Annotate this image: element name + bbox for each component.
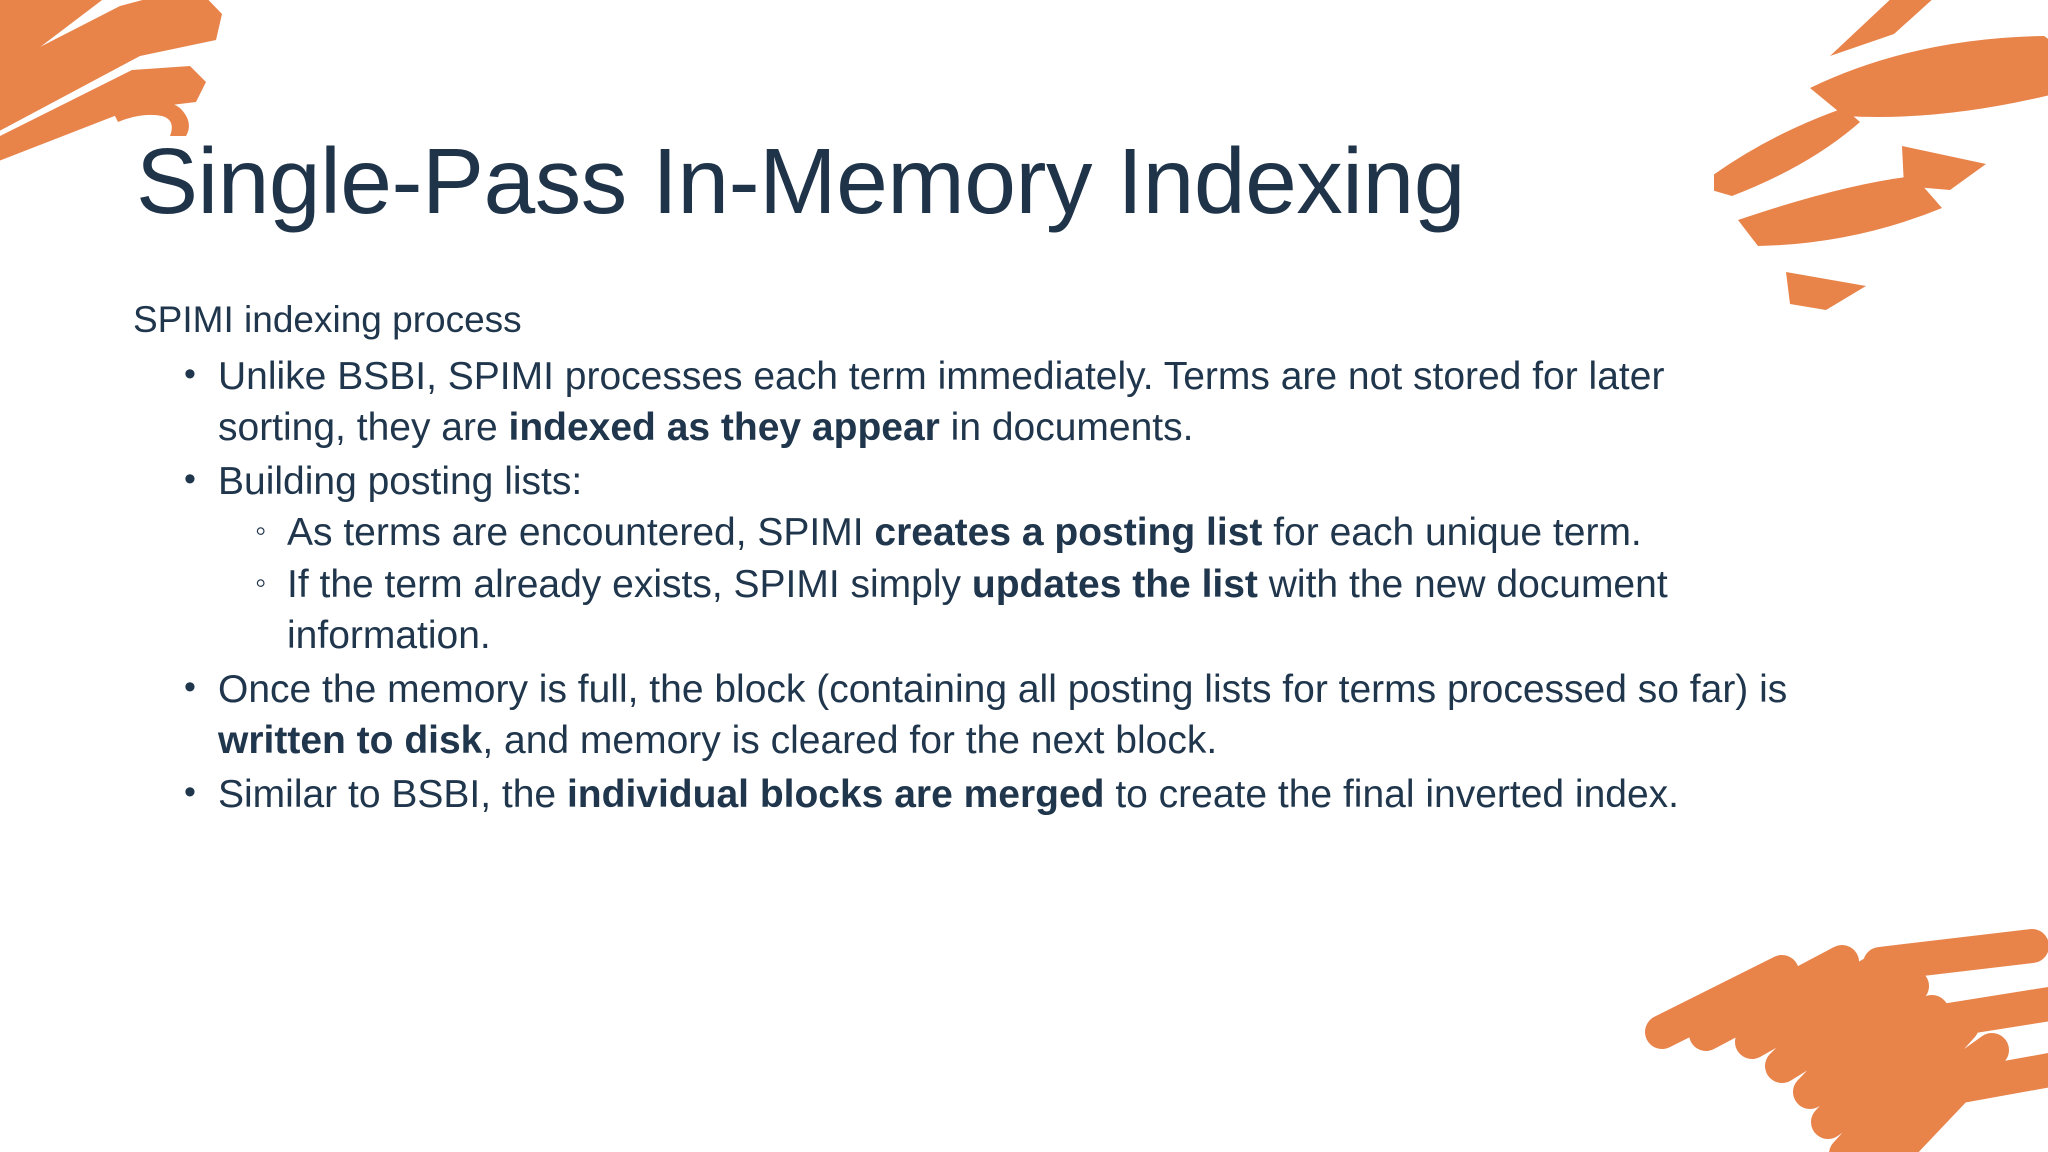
bullet-item-level1: Building posting lists:As terms are enco… [178, 456, 1802, 662]
bullet-text-run: in documents. [939, 406, 1194, 450]
bullet-text-run: Similar to BSBI, the [218, 772, 567, 816]
page-title: Single-Pass In-Memory Indexing [136, 129, 1465, 233]
bullet-item-level1: Unlike BSBI, SPIMI processes each term i… [178, 351, 1802, 454]
bullet-text-run: Building posting lists: [218, 459, 583, 503]
bullet-text-run: Once the memory is full, the block (cont… [218, 667, 1788, 711]
bullet-text-run: with the new document information. [287, 562, 1668, 658]
bullet-paragraph: Once the memory is full, the block (cont… [218, 664, 1802, 767]
bullet-emphasis: individual blocks are merged [566, 772, 1105, 816]
bullet-emphasis: indexed as they appear [508, 406, 940, 450]
bullet-text-run: If the term already exists, SPIMI simply [287, 562, 972, 606]
bullet-emphasis: written to disk [218, 719, 483, 763]
bullet-emphasis: creates a posting list [874, 511, 1263, 555]
brush-stroke-bottom-right-icon [1645, 929, 2048, 1152]
bullet-text-run: Unlike BSBI, SPIMI processes each term i… [218, 354, 1665, 450]
bullet-item-level1: Once the memory is full, the block (cont… [178, 664, 1802, 767]
slide-body: SPIMI indexing process Unlike BSBI, SPIM… [130, 296, 1802, 822]
bullet-paragraph: As terms are encountered, SPIMI creates … [287, 507, 1802, 558]
bullet-list-level1: Unlike BSBI, SPIMI processes each term i… [130, 351, 1802, 820]
bullet-paragraph: Building posting lists: [218, 456, 1802, 507]
bullet-text-run: As terms are encountered, SPIMI [287, 511, 875, 555]
bullet-paragraph: Similar to BSBI, the individual blocks a… [218, 769, 1802, 820]
bullet-list-level2: As terms are encountered, SPIMI creates … [218, 507, 1802, 661]
body-lead-text: SPIMI indexing process [133, 299, 522, 340]
bullet-item-level1: Similar to BSBI, the individual blocks a… [178, 769, 1802, 820]
bullet-emphasis: updates the list [971, 562, 1258, 606]
bullet-item-level2: As terms are encountered, SPIMI creates … [248, 507, 1802, 558]
bullet-paragraph: Unlike BSBI, SPIMI processes each term i… [218, 351, 1802, 454]
bullet-text-run: , and memory is cleared for the next blo… [482, 719, 1218, 763]
bullet-text-run: for each unique term. [1262, 511, 1642, 555]
bullet-paragraph: If the term already exists, SPIMI simply… [287, 559, 1802, 662]
bullet-text-run: to create the final inverted index. [1104, 772, 1679, 816]
bullet-item-level2: If the term already exists, SPIMI simply… [248, 559, 1802, 662]
